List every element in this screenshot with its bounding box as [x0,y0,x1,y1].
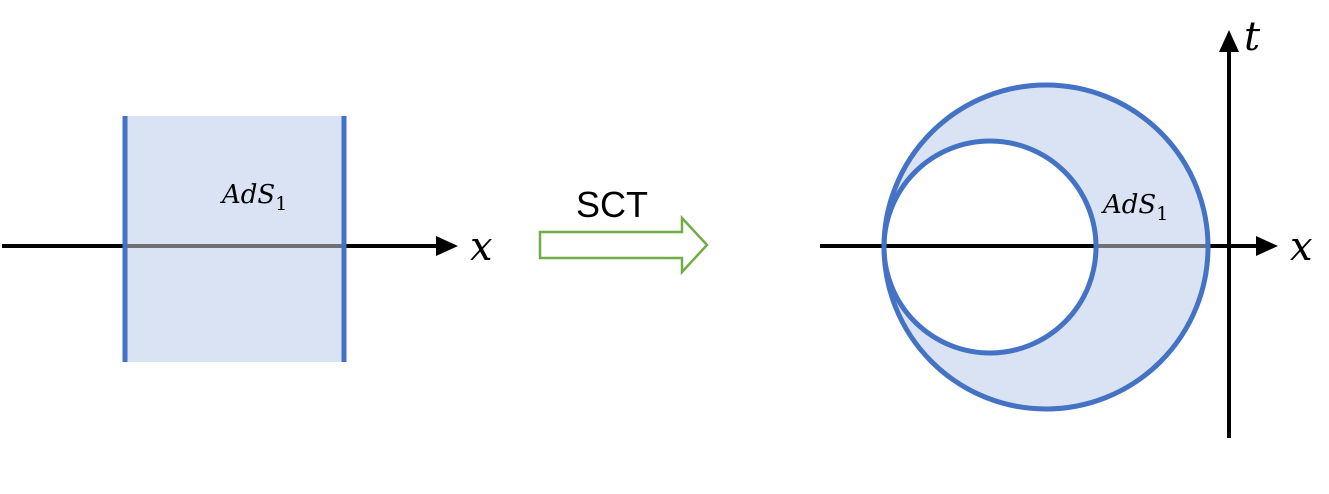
ads1-region-label: AdS1 [220,180,287,215]
t-axis-arrowhead [1219,30,1239,52]
sct-label: SCT [576,184,648,225]
x-axis-label: x [1290,224,1313,270]
sct-arrow-icon [538,214,709,276]
x-axis-arrowhead [1256,236,1278,256]
t-axis-label: t [1244,14,1261,60]
right-panel: AdS1 x t [820,14,1313,438]
ads1-strip-fill [125,116,344,362]
left-panel: AdS1 x [2,116,493,362]
transform-arrow-group: SCT [538,184,709,276]
x-axis-arrowhead [436,236,458,256]
x-axis-label: x [470,224,493,270]
ads1-region-label: AdS1 [1101,190,1168,225]
inner-boundary-circle [881,138,1099,356]
